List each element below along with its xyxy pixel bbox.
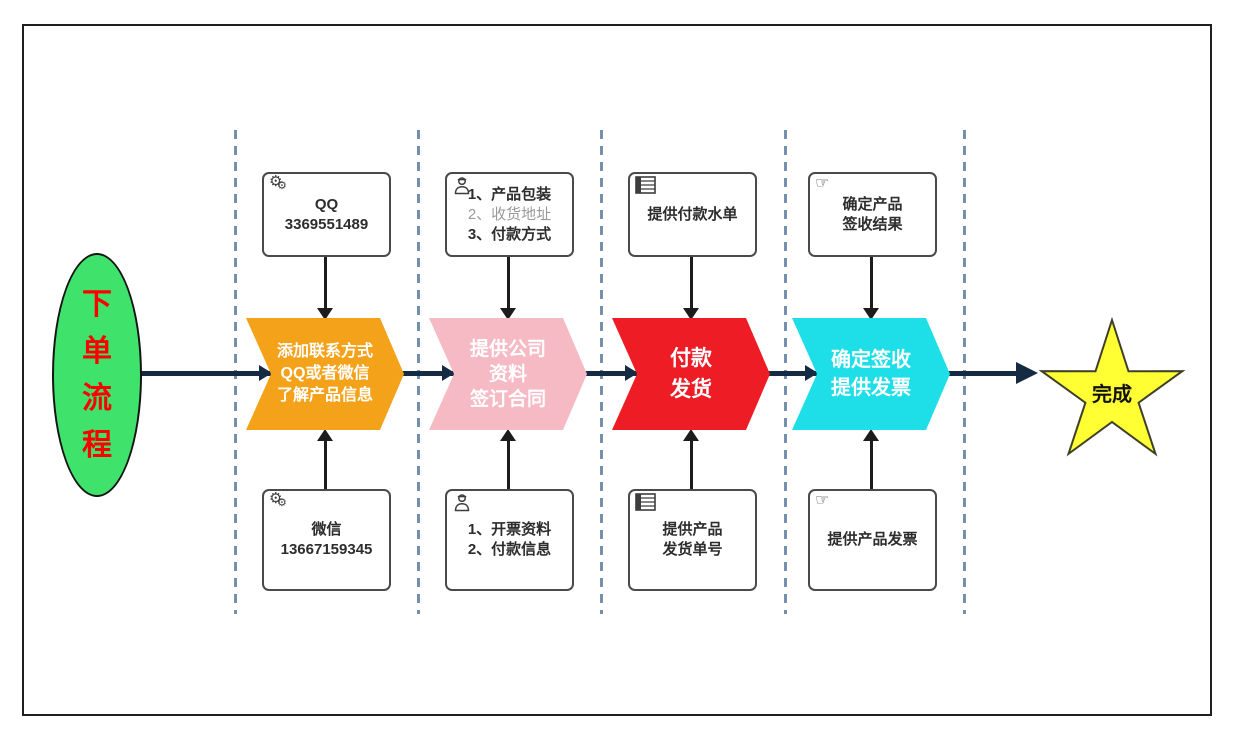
arrow-up-icon xyxy=(863,429,879,441)
flow-arrowhead-final-icon xyxy=(1016,362,1038,384)
box-line: QQ xyxy=(314,195,339,213)
connector-line xyxy=(870,440,873,489)
info-box-tracking-number: 提供产品 发货单号 xyxy=(628,489,757,591)
arrow-down-icon xyxy=(683,308,699,320)
flow-arrowhead-icon xyxy=(805,365,818,381)
gears-icon: ⚙⚙ xyxy=(269,490,287,509)
flow-arrowhead-icon xyxy=(442,365,455,381)
step-line: 了解产品信息 xyxy=(276,387,373,404)
step-line: 添加联系方式 xyxy=(276,343,373,360)
start-node: 下单流程 xyxy=(52,253,142,497)
flow-arrowhead-icon xyxy=(259,365,272,381)
connector-line xyxy=(324,440,327,489)
arrow-down-icon xyxy=(500,308,516,320)
person-icon xyxy=(452,493,472,518)
step-line: 提供发票 xyxy=(831,377,911,399)
connector-line xyxy=(870,253,873,309)
connector-line xyxy=(507,253,510,309)
box-line: 确定产品 xyxy=(842,195,903,213)
box-line: 1、开票资料 xyxy=(467,521,552,538)
step-line: 资料 xyxy=(488,363,527,385)
box-line: 1、产品包装 xyxy=(467,185,552,203)
start-node-label: 下单流程 xyxy=(82,288,112,462)
table-icon xyxy=(635,176,656,200)
connector-line xyxy=(690,440,693,489)
arrow-down-icon xyxy=(317,308,333,320)
box-line: 发货单号 xyxy=(662,541,723,558)
arrow-down-icon xyxy=(863,308,879,320)
step-payment-shipping: 付款 发货 xyxy=(612,318,770,430)
connector-line xyxy=(507,440,510,489)
pointing-hand-icon: ☞ xyxy=(815,492,830,509)
arrow-up-icon xyxy=(683,429,699,441)
box-line: 13667159345 xyxy=(280,541,373,558)
step-confirm-receipt: 确定签收 提供发票 xyxy=(792,318,950,430)
info-box-order-details: 1、产品包装 2、收货地址 3、付款方式 xyxy=(445,172,574,257)
arrow-up-icon xyxy=(500,429,516,441)
box-line: 微信 xyxy=(311,521,342,538)
step-line: QQ或者微信 xyxy=(280,365,370,382)
box-line: 提供产品发票 xyxy=(827,531,918,548)
connector-line xyxy=(324,253,327,309)
step-line: 提供公司 xyxy=(469,338,546,360)
box-line: 3、付款方式 xyxy=(467,225,552,243)
info-box-invoice-info: 1、开票资料 2、付款信息 xyxy=(445,489,574,591)
finish-node-label: 完成 xyxy=(1092,384,1132,406)
flow-arrowhead-icon xyxy=(625,365,638,381)
step-line: 发货 xyxy=(670,378,712,401)
finish-node: 完成 xyxy=(1037,316,1187,461)
diagram-border xyxy=(22,24,1212,716)
info-box-sign-result: ☞ 确定产品 签收结果 xyxy=(808,172,937,257)
connector-line xyxy=(690,253,693,309)
arrow-up-icon xyxy=(317,429,333,441)
box-line: 2、付款信息 xyxy=(467,541,552,558)
pointing-hand-icon: ☞ xyxy=(815,175,830,192)
box-line: 提供产品 xyxy=(662,521,723,538)
box-line: 2、收货地址 xyxy=(467,205,552,223)
step-add-contact: 添加联系方式 QQ或者微信 了解产品信息 xyxy=(246,318,404,430)
info-box-product-invoice: ☞ 提供产品发票 xyxy=(808,489,937,591)
info-box-wechat: ⚙⚙ 微信 13667159345 xyxy=(262,489,391,591)
box-line: 签收结果 xyxy=(842,215,903,233)
star-icon xyxy=(1038,316,1186,457)
box-line: 提供付款水单 xyxy=(647,205,738,223)
step-line: 签订合同 xyxy=(469,388,546,410)
gears-icon: ⚙⚙ xyxy=(269,173,287,192)
info-box-payment-slip: 提供付款水单 xyxy=(628,172,757,257)
step-line: 付款 xyxy=(670,347,712,370)
step-line: 确定签收 xyxy=(831,349,911,371)
table-icon xyxy=(635,493,656,517)
step-provide-company-info: 提供公司 资料 签订合同 xyxy=(429,318,587,430)
box-line: 3369551489 xyxy=(284,215,369,233)
person-icon xyxy=(452,176,472,201)
info-box-qq: ⚙⚙ QQ 3369551489 xyxy=(262,172,391,257)
